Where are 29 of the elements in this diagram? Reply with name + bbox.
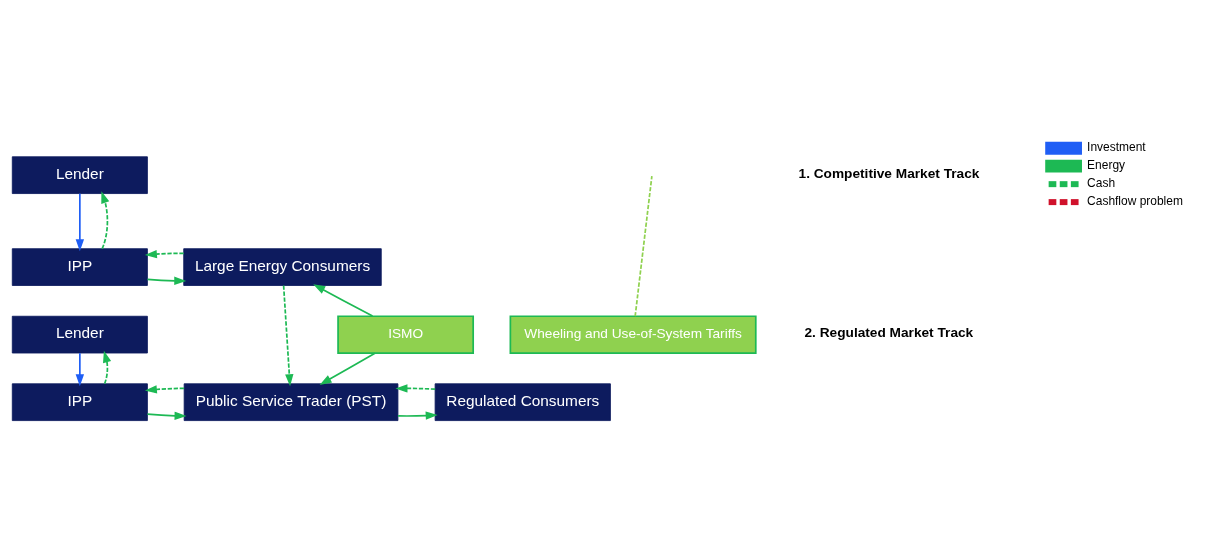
connector (634, 174, 653, 317)
node-box: Wheeling and Use-of-System Tariffs (509, 314, 757, 354)
arrow (75, 351, 85, 386)
legend-label: Energy (1087, 157, 1126, 172)
arrow (313, 283, 374, 317)
legend-label: Cash (1087, 175, 1116, 190)
arrow (101, 190, 110, 250)
node-box: ISMO (337, 314, 475, 354)
arrow (75, 192, 85, 251)
arrow (103, 350, 112, 384)
label: 1. Competitive Market Track (798, 165, 980, 181)
arrow (146, 411, 187, 420)
legend-label: Investment (1087, 139, 1146, 154)
arrow (397, 410, 438, 420)
arrow (144, 384, 185, 394)
node-box: Public Service Trader (PST) (183, 382, 399, 421)
node-box: Large Energy Consumers (183, 247, 382, 286)
arrow (319, 351, 376, 385)
node-box: IPP (11, 247, 148, 286)
label: 2. Regulated Market Track (804, 324, 974, 340)
arrow (144, 249, 185, 258)
legend-label: Cashflow problem (1087, 193, 1183, 208)
node-box: Lender (11, 315, 148, 353)
node-box: Regulated Consumers (434, 382, 611, 421)
arrow (146, 276, 187, 285)
node-box: IPP (11, 382, 148, 421)
node-box: Lender (11, 155, 148, 194)
arrow (395, 383, 436, 393)
arrow (282, 284, 294, 386)
